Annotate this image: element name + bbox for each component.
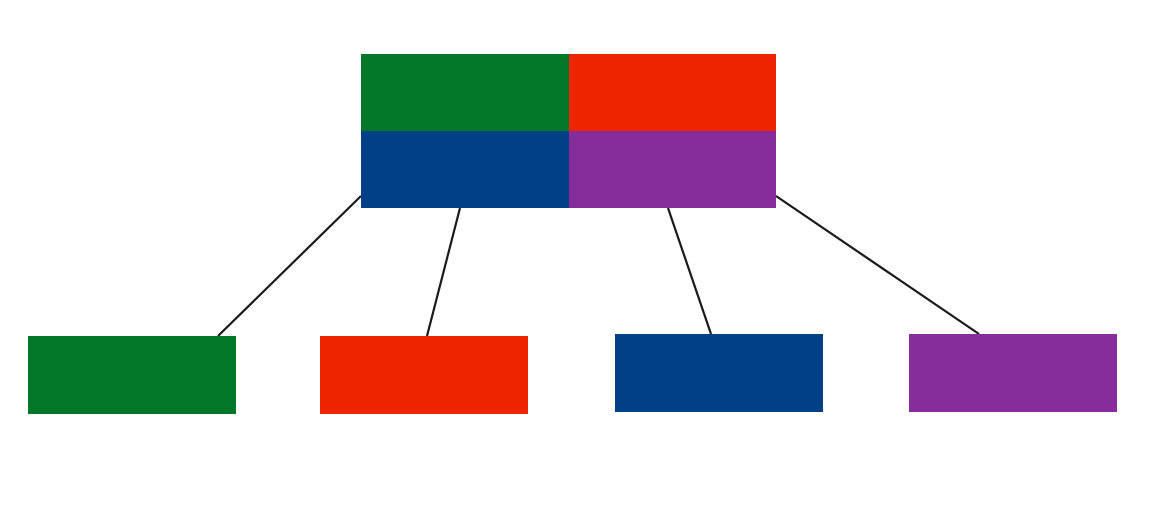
child-node-purple — [909, 334, 1117, 412]
root-quadrant-blue — [361, 131, 569, 208]
connector-line-2 — [425, 207, 462, 337]
child-node-red — [320, 336, 528, 414]
connector-line-3 — [666, 207, 713, 335]
child-node-green — [28, 336, 236, 414]
connector-line-1 — [217, 195, 362, 337]
connector-line-4 — [775, 195, 980, 335]
root-quadrant-red — [568, 54, 776, 131]
root-quadrant-purple — [568, 131, 776, 208]
root-node — [361, 54, 776, 208]
root-quadrant-green — [361, 54, 569, 131]
child-node-blue — [615, 334, 823, 412]
